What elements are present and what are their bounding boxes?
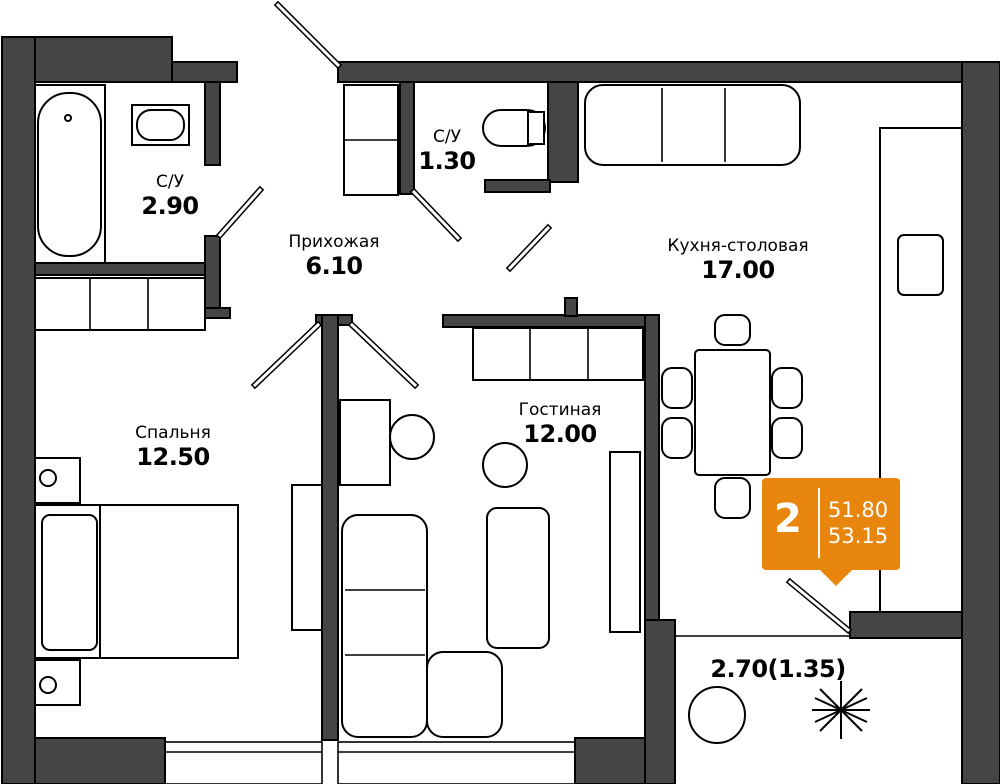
room-area: 1.30 (418, 147, 476, 175)
room-area: 17.00 (701, 256, 775, 284)
wardrobe-bedroom (34, 277, 206, 331)
corner-sofa (341, 514, 503, 738)
wardrobe-hall (343, 84, 399, 196)
total-area: 53.15 (828, 524, 889, 548)
balcony-chair (688, 686, 746, 744)
living-area: 51.80 (828, 498, 889, 522)
bed (34, 504, 239, 659)
toilet (482, 109, 546, 147)
nightstands (34, 457, 81, 706)
room-name: Гостиная (518, 400, 602, 420)
apartment-badge: 2 51.80 53.15 (762, 478, 900, 586)
room-name: Кухня-столовая (667, 236, 809, 256)
desk (339, 399, 528, 488)
room-name: С/У (156, 172, 184, 192)
walls (1, 36, 1000, 784)
room-count: 2 (774, 496, 802, 542)
room-name: Спальня (135, 423, 211, 443)
tv-stands (291, 451, 641, 633)
room-balcony: 2.70(1.35) (710, 655, 846, 683)
sink-bathroom (131, 104, 190, 146)
sofa-kitchen (584, 84, 801, 166)
wardrobe-living (472, 327, 644, 381)
badge-pointer (820, 570, 852, 586)
dining-table (661, 314, 803, 519)
room-area: 2.90 (141, 192, 199, 220)
room-area: 12.50 (136, 443, 210, 471)
room-name: С/У (433, 127, 461, 147)
badge-divider (818, 488, 820, 558)
room-area: 2.70(1.35) (710, 655, 846, 683)
doors (215, 0, 853, 635)
room-area: 6.10 (305, 252, 363, 280)
coffee-table (486, 507, 550, 649)
plant-icon (812, 681, 870, 739)
bathtub (34, 84, 106, 264)
room-name: Прихожая (288, 232, 380, 252)
room-area: 12.00 (523, 420, 597, 448)
windows (164, 635, 850, 784)
